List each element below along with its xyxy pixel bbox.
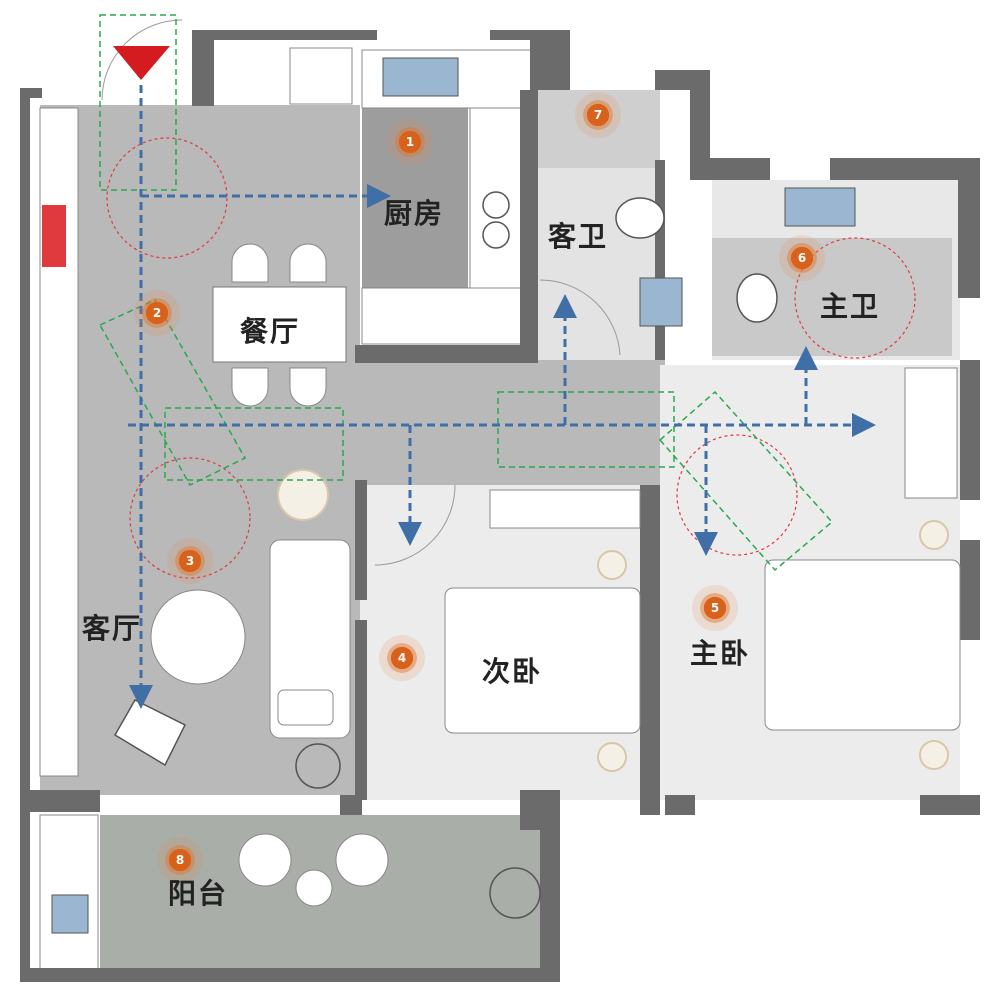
corridor-floor [355,355,665,485]
room-label-living: 客厅 [82,612,143,645]
nightstand-lamp [919,740,949,770]
washing-machine-icon [51,894,89,934]
cabinet-red-element [42,205,66,267]
nightstand-lamp [597,550,627,580]
marker-8: 8 [165,845,195,875]
coffee-table [150,589,246,685]
toilet-icon [615,197,665,239]
room-label-master-bedroom: 主卧 [690,637,751,670]
room-label-balcony: 阳台 [168,877,229,910]
sofa-cushion [277,689,334,726]
balcony-chair [238,833,292,887]
plant-icon [295,743,341,789]
chair-icon [113,699,187,767]
marker-1: 1 [395,127,425,157]
cooktop-burner [482,221,510,249]
focus-circles [106,137,916,579]
bed-icon [444,587,641,734]
balcony-chair [335,833,389,887]
marker-5: 5 [700,593,730,623]
sofa-icon [269,539,351,739]
room-label-guest-bath: 客卫 [548,220,609,253]
fridge [289,47,353,105]
side-table [277,469,329,521]
guest-bath-door-swing [539,279,621,356]
balcony-table [295,869,333,907]
nightstand-lamp [919,520,949,550]
wardrobe [489,489,641,529]
room-label-master-bath: 主卫 [820,290,881,323]
marker-4: 4 [387,643,417,673]
view-frames [98,14,834,572]
cooktop-icon [482,191,510,219]
sink-icon [382,57,459,97]
guest-bath-sink [639,277,683,327]
entry-triangle-icon [113,46,170,80]
circulation-arrows [128,85,876,709]
marker-7: 7 [583,100,613,130]
master-toilet-icon [736,273,778,323]
bedroom-door-swing [374,484,456,566]
master-bed-icon [764,559,961,731]
marker-3: 3 [175,546,205,576]
entry-door-swing [101,19,183,101]
master-wardrobe [904,367,958,499]
marker-6: 6 [787,243,817,273]
dining-chairs [231,243,327,407]
room-label-kitchen: 厨房 [384,197,445,230]
room-label-dining: 餐厅 [240,315,301,348]
room-label-second-bedroom: 次卧 [482,655,543,688]
marker-2: 2 [142,298,172,328]
balcony-storage [39,814,99,971]
dining-table [212,286,347,363]
kitchen-bottom-cabinet [361,287,523,345]
balcony-plant-icon [489,867,541,919]
walls [20,30,980,982]
nightstand-lamp [597,742,627,772]
master-bath-sink [784,187,856,227]
